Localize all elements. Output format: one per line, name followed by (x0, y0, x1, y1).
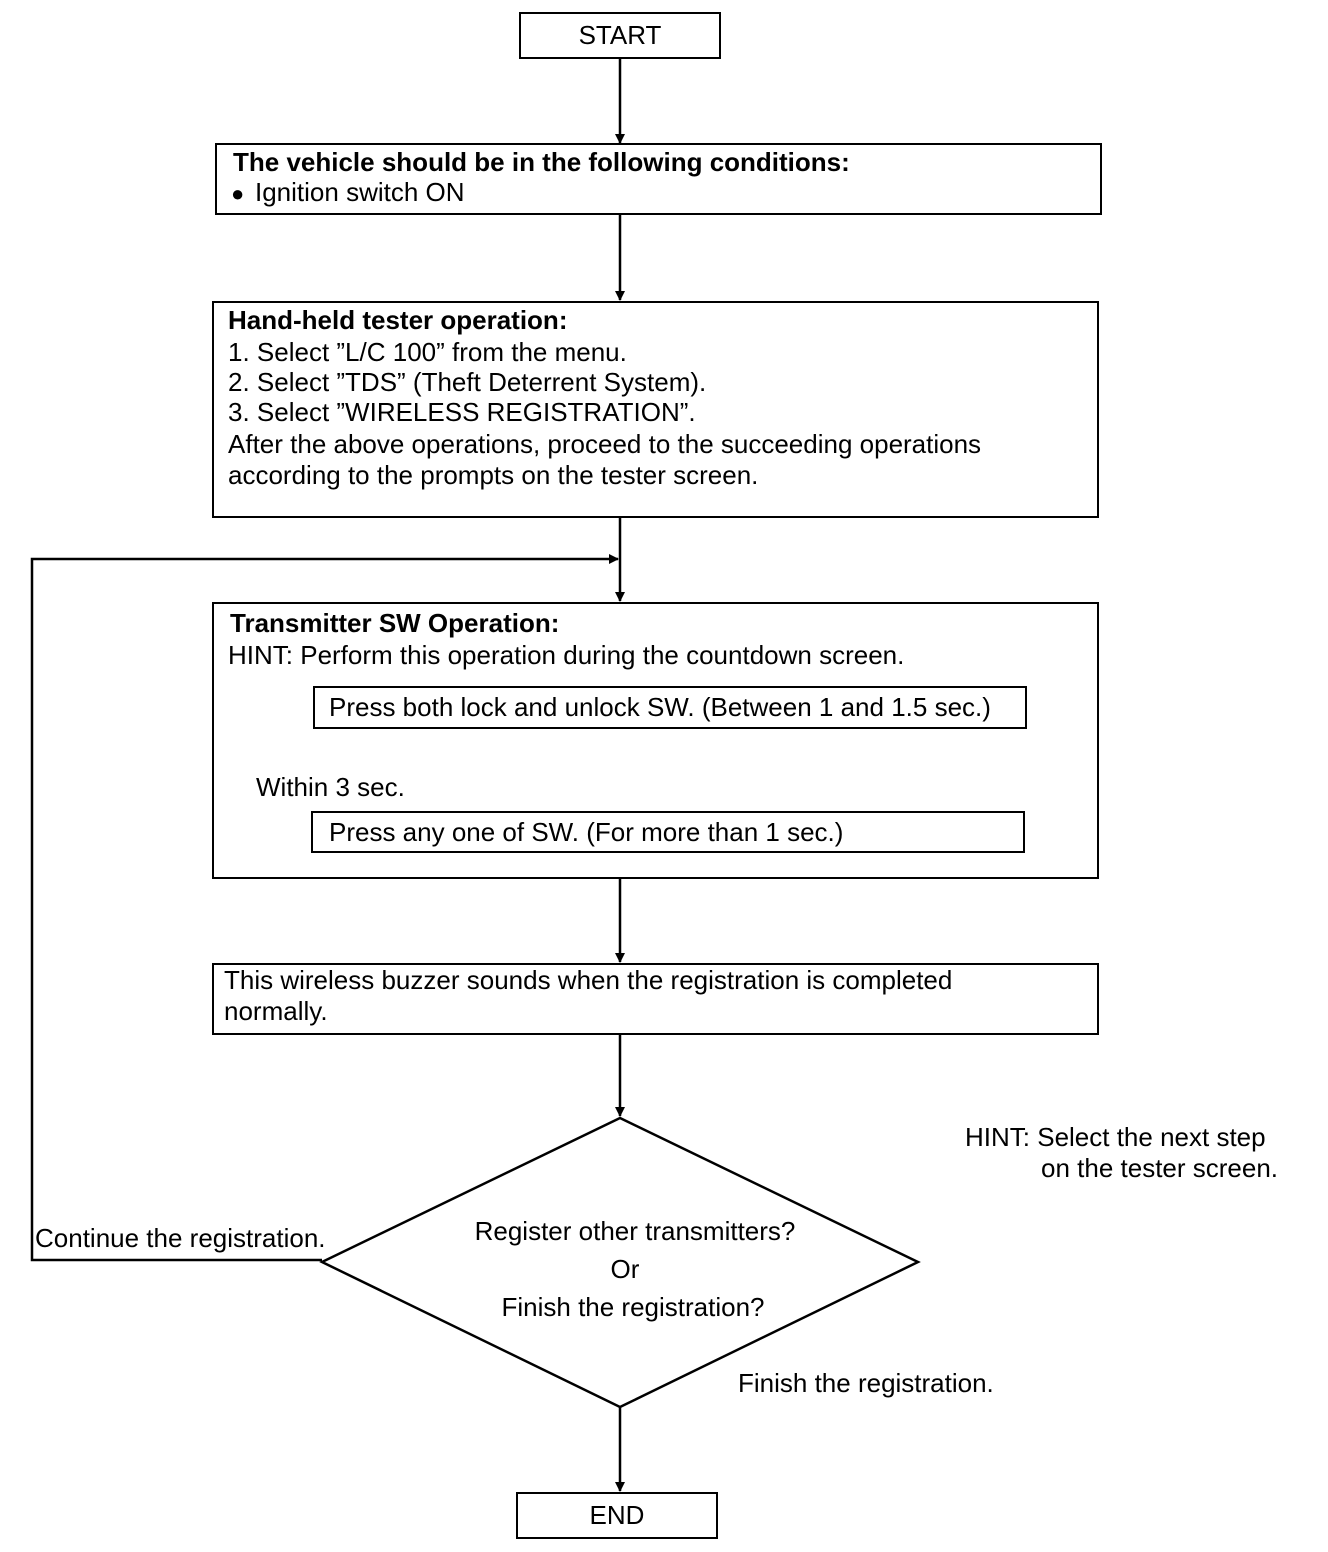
conditions-box: The vehicle should be in the following c… (215, 143, 1102, 215)
loop-back-line (30, 554, 619, 1262)
buzzer-box: This wireless buzzer sounds when the reg… (212, 963, 1099, 1035)
tester-operation-box: Hand-held tester operation: 1. Select ”L… (212, 301, 1099, 518)
start-terminal: START (519, 12, 721, 59)
conditions-bullet: ● (231, 181, 245, 206)
step-press-both-label: Press both lock and unlock SW. (Between … (329, 692, 991, 722)
end-label: END (589, 1500, 645, 1530)
step-press-both-box: Press both lock and unlock SW. (Between … (313, 686, 1027, 729)
tester-line-2: 2. Select ”TDS” (Theft Deterrent System)… (228, 367, 707, 397)
step-press-any-box: Press any one of SW. (For more than 1 se… (311, 811, 1025, 853)
conditions-item: Ignition switch ON (255, 177, 465, 207)
tester-line-5: according to the prompts on the tester s… (228, 460, 759, 490)
end-terminal: END (516, 1492, 718, 1539)
conditions-title: The vehicle should be in the following c… (233, 147, 850, 177)
tester-line-1: 1. Select ”L/C 100” from the menu. (228, 337, 627, 367)
finish-registration-label: Finish the registration. (738, 1368, 994, 1398)
tester-title: Hand-held tester operation: (228, 305, 568, 335)
decision-hint-line-1: HINT: Select the next step (965, 1122, 1266, 1152)
continue-registration-label: Continue the registration. (35, 1223, 326, 1253)
decision-hint-line-2: on the tester screen. (1041, 1153, 1279, 1183)
buzzer-line-2: normally. (224, 996, 328, 1026)
decision-line-1: Register other transmitters? (474, 1216, 796, 1246)
tester-line-3: 3. Select ”WIRELESS REGISTRATION”. (228, 397, 696, 427)
decision-line-2: Or (610, 1254, 640, 1284)
within-3-sec-label: Within 3 sec. (256, 772, 405, 802)
transmitter-hint: HINT: Perform this operation during the … (228, 640, 905, 670)
start-label: START (578, 20, 662, 50)
buzzer-line-1: This wireless buzzer sounds when the reg… (224, 965, 953, 995)
step-press-any-label: Press any one of SW. (For more than 1 se… (329, 817, 844, 847)
decision-line-3: Finish the registration? (501, 1292, 765, 1322)
tester-line-4: After the above operations, proceed to t… (228, 429, 982, 459)
transmitter-title: Transmitter SW Operation: (230, 608, 560, 638)
